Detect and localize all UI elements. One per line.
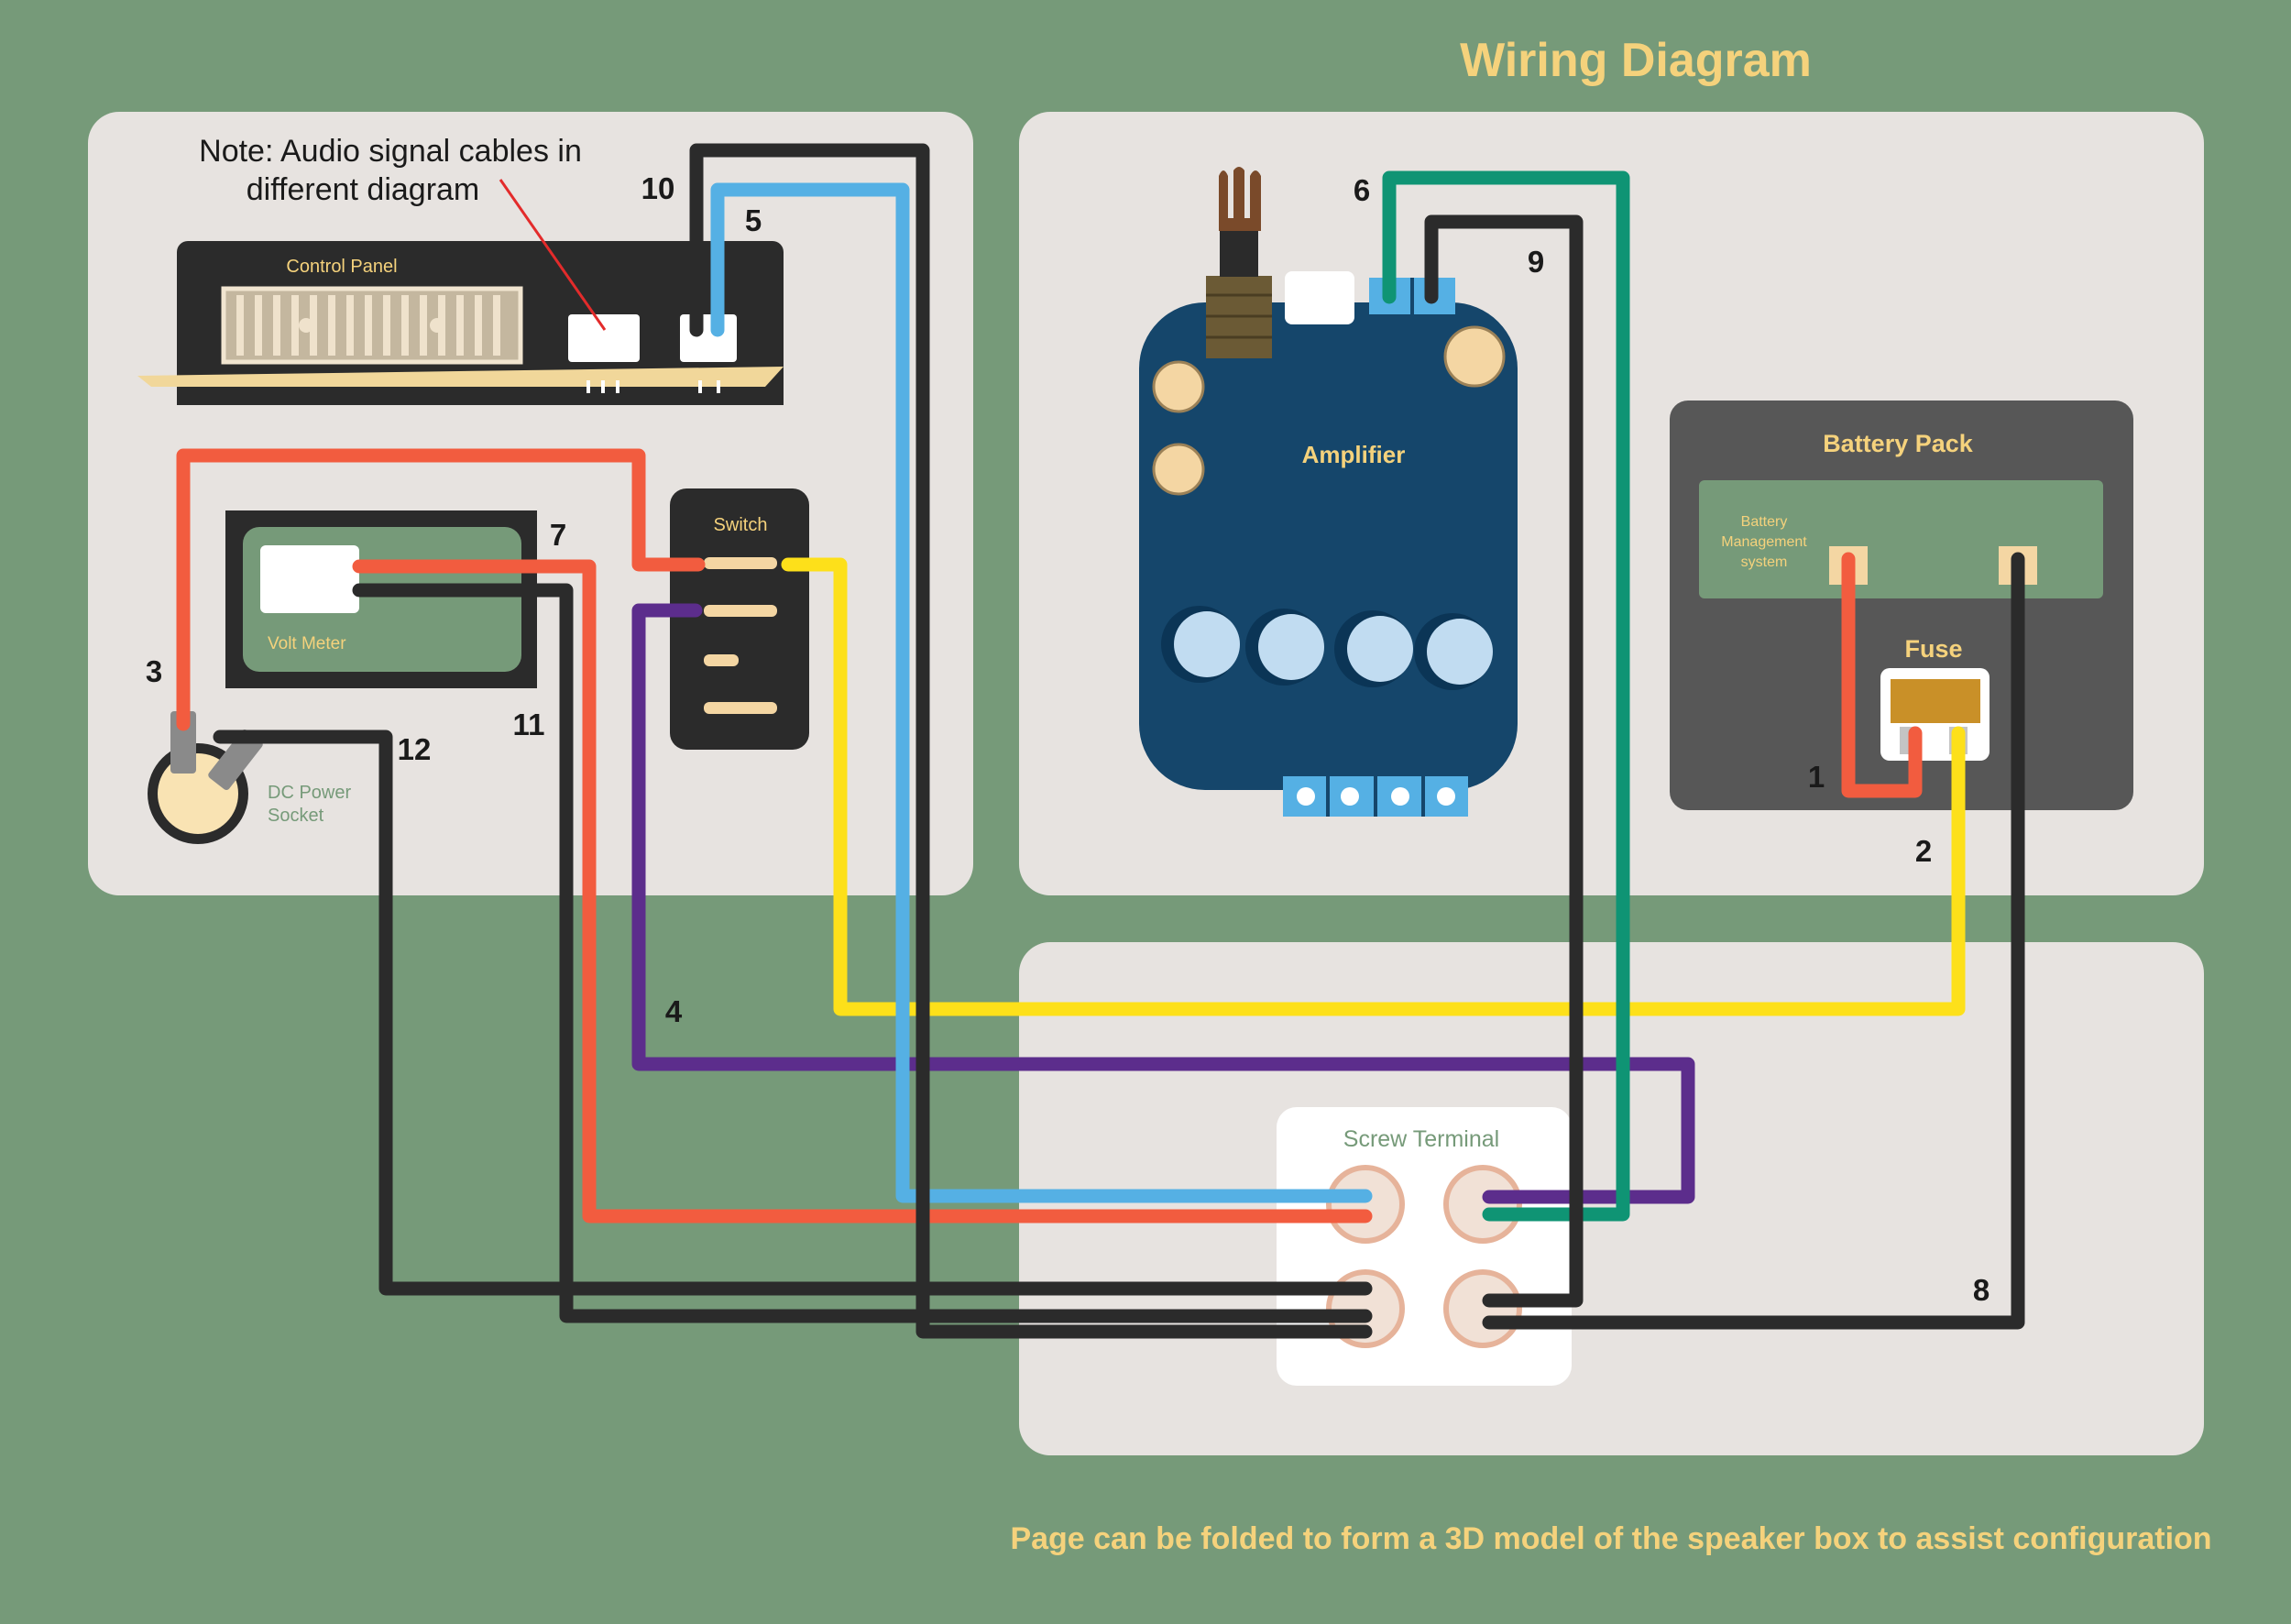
bms-label-2: Management (1721, 534, 1807, 550)
dc-power-label-1: DC Power (268, 783, 351, 803)
wire-label-4: 4 (665, 994, 683, 1028)
wire-label-2: 2 (1915, 834, 1932, 868)
wire-1-red (1841, 552, 1923, 798)
wire-8-black (1482, 552, 2025, 1330)
wire-10-black (689, 143, 1373, 1339)
amplifier: Amplifier (1139, 167, 1518, 817)
volt-meter-display (260, 545, 359, 613)
bms-label-3: system (1741, 554, 1788, 570)
wire-label-7: 7 (550, 518, 566, 552)
wire-label-9: 9 (1528, 245, 1544, 279)
wire-label-6: 6 (1354, 173, 1370, 207)
control-panel-label: Control Panel (286, 257, 397, 277)
battery-pack: Battery Pack Battery Management system F… (1670, 401, 2133, 810)
bms-label-1: Battery (1741, 514, 1788, 530)
wire-label-8: 8 (1973, 1273, 1990, 1307)
amplifier-label: Amplifier (1302, 441, 1406, 468)
wire-label-11: 11 (513, 708, 545, 741)
footer-note: Page can be folded to form a 3D model of… (1010, 1521, 2211, 1556)
dc-power-socket: DC Power Socket (148, 711, 351, 844)
switch: Switch (670, 488, 809, 750)
wire-9-black (1424, 214, 1584, 1308)
note-line-2: different diagram (247, 172, 480, 207)
wire-7-red (352, 559, 1373, 1223)
wire-3-red (176, 448, 706, 731)
wire-number-labels: 1 2 3 4 5 6 7 8 9 10 11 12 (146, 171, 1990, 1307)
wire-label-3: 3 (146, 654, 162, 688)
power-connector (680, 314, 737, 362)
volt-meter: Volt Meter (225, 510, 537, 688)
control-panel: Control Panel (137, 241, 784, 405)
wire-11-black (352, 583, 1373, 1323)
wire-label-10: 10 (641, 171, 675, 205)
dc-power-label-2: Socket (268, 806, 324, 826)
wire-label-12: 12 (398, 732, 432, 766)
audio-connector (568, 314, 640, 362)
wire-label-1: 1 (1808, 760, 1825, 794)
volt-meter-label: Volt Meter (268, 634, 346, 653)
wire-4-purple (631, 603, 1695, 1204)
screw-terminal-label: Screw Terminal (1343, 1126, 1499, 1152)
wire-5-blue (710, 182, 1373, 1203)
switch-label: Switch (714, 515, 768, 535)
wire-12-black (213, 730, 1373, 1296)
wire-2-yellow (781, 557, 1966, 1016)
screw-terminal: Screw Terminal (1277, 1107, 1572, 1386)
fuse-label: Fuse (1904, 635, 1962, 663)
note-arrow (499, 179, 607, 331)
wire-label-5: 5 (745, 203, 762, 237)
note-line-1: Note: Audio signal cables in (199, 134, 582, 169)
battery-pack-label: Battery Pack (1823, 430, 1974, 457)
diagram-title: Wiring Diagram (1460, 34, 1812, 87)
